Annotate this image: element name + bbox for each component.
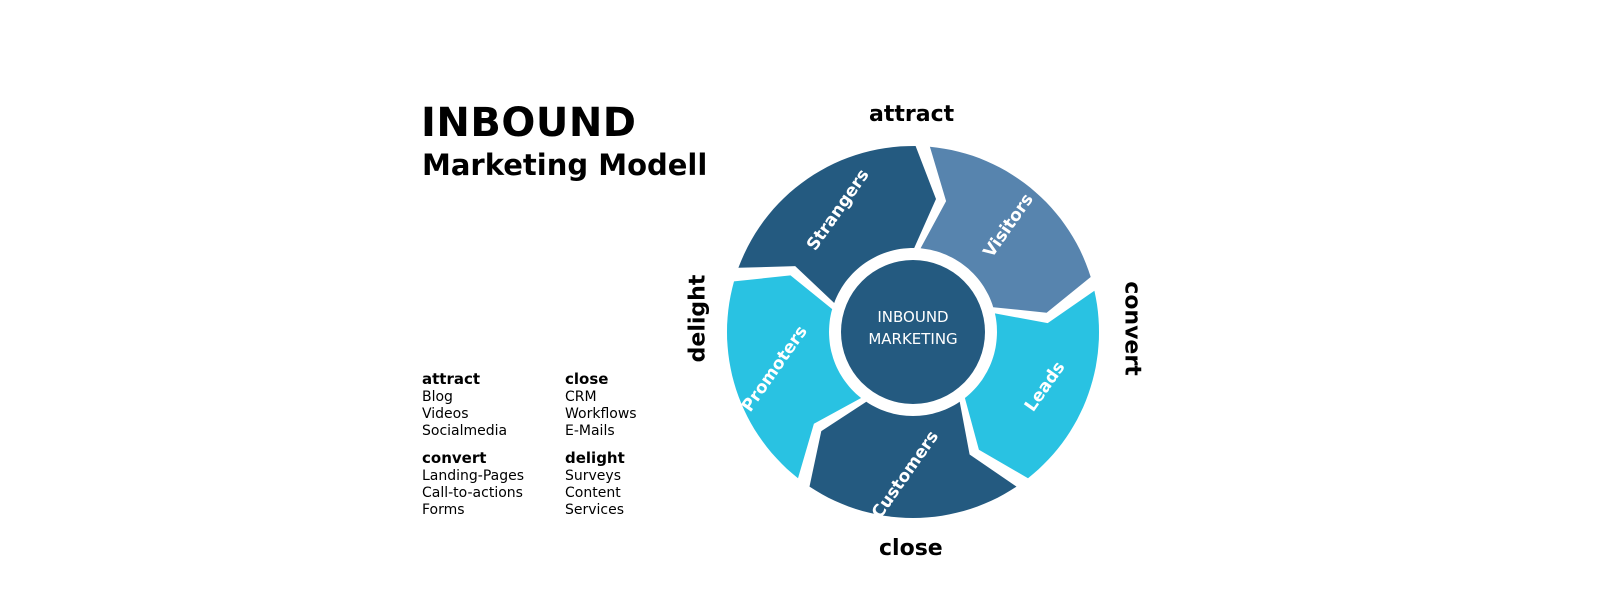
legend-item: Workflows (565, 406, 637, 422)
legend-item: E-Mails (565, 423, 615, 439)
legend-item: Surveys (565, 468, 621, 484)
segment-promoters (727, 275, 862, 479)
segment-strangers (738, 146, 936, 303)
legend-group-delight: delight Surveys Content Services (565, 450, 637, 519)
legend-item: Landing-Pages (422, 468, 525, 484)
stage-label-close: close (879, 536, 943, 561)
title-inbound: INBOUND (421, 100, 637, 146)
legend-item: Blog (422, 389, 453, 405)
segment-customers (809, 401, 1017, 518)
center-label-line2: MARKETING (868, 330, 957, 348)
legend-item: CRM (565, 389, 597, 405)
stage-label-attract: attract (869, 102, 955, 127)
stage-label-convert: convert (1119, 281, 1145, 376)
legend-group-attract: attract Blog Videos Socialmedia (422, 371, 524, 440)
legend-column-left: attract Blog Videos Socialmedia convert … (422, 371, 524, 529)
stage-label-delight: delight (685, 274, 711, 363)
legend-item: Videos (422, 406, 469, 422)
legend-column-right: close CRM Workflows E-Mails delight Surv… (565, 371, 637, 529)
legend-heading: attract (422, 370, 481, 388)
legend-heading: delight (565, 449, 625, 467)
legend-heading: convert (422, 449, 487, 467)
legend-item: Content (565, 485, 621, 501)
center-circle (841, 260, 985, 404)
legend-item: Call-to-actions (422, 485, 523, 501)
center-label-line1: INBOUND (877, 308, 948, 326)
legend-item: Socialmedia (422, 423, 508, 439)
legend-heading: close (565, 370, 609, 388)
segment-leads (964, 290, 1099, 479)
legend-item: Forms (422, 502, 465, 518)
legend-group-close: close CRM Workflows E-Mails (565, 371, 637, 440)
legend-item: Services (565, 502, 625, 518)
title-subtitle: Marketing Modell (422, 148, 708, 182)
segment-visitors (920, 146, 1091, 313)
legend-group-convert: convert Landing-Pages Call-to-actions Fo… (422, 450, 524, 519)
